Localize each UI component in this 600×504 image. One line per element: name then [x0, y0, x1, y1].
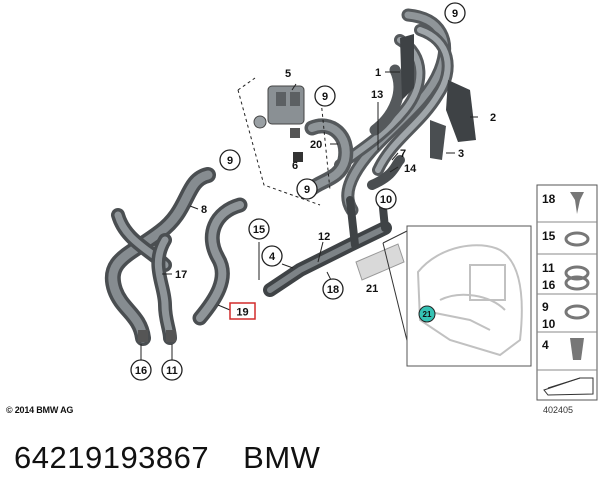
svg-text:18: 18	[327, 284, 339, 296]
label-7: 7	[400, 148, 406, 160]
label-1: 1	[375, 67, 381, 79]
label-14: 14	[404, 163, 417, 175]
callout-4: 4	[261, 245, 283, 267]
svg-text:4: 4	[269, 251, 276, 263]
copyright: © 2014 BMW AG	[6, 405, 74, 415]
label-17: 17	[175, 269, 187, 281]
label-13: 13	[371, 89, 383, 101]
detail-callout	[382, 225, 532, 367]
part-footer: 64219193867 BMW	[14, 440, 320, 476]
valve-part	[253, 85, 305, 162]
svg-text:15: 15	[253, 224, 265, 236]
svg-text:9: 9	[227, 155, 233, 167]
svg-text:9: 9	[322, 91, 328, 103]
svg-text:19: 19	[236, 307, 248, 319]
bracket-part	[400, 34, 476, 160]
svg-text:9: 9	[304, 184, 310, 196]
diagram-number: 402405	[543, 405, 574, 415]
label-5: 5	[285, 68, 291, 80]
svg-text:11: 11	[166, 365, 178, 377]
callout-9-top: 9	[444, 2, 466, 24]
svg-text:10: 10	[380, 194, 392, 206]
callout-9-lower: 9	[296, 178, 318, 200]
parts-diagram: 1 2 3 5 6 7 8 12 13 14 17 20 21 9 9 9 9	[104, 2, 598, 401]
legend-item-15: 15	[542, 229, 556, 243]
leader-dashes	[237, 77, 331, 206]
parts-legend-panel	[536, 184, 598, 401]
callout-9-left: 9	[219, 149, 241, 171]
callout-11: 11	[161, 359, 183, 381]
hose-19	[192, 197, 248, 326]
hose-end-16	[138, 330, 148, 342]
callout-18: 18	[322, 278, 344, 300]
label-20: 20	[310, 139, 322, 151]
hose-end-11	[166, 330, 176, 342]
callout-21-detail: 21	[418, 305, 436, 323]
label-8: 8	[201, 204, 207, 216]
label-6: 6	[292, 160, 298, 172]
callout-9-valve: 9	[314, 85, 336, 107]
insulation-sheet	[355, 243, 405, 281]
highlighted-part-19[interactable]: 19	[229, 302, 256, 320]
callout-16: 16	[130, 359, 152, 381]
legend-item-16: 16	[542, 278, 556, 292]
callout-10: 10	[375, 188, 397, 210]
legend-item-11: 11	[542, 261, 555, 275]
legend-item-9: 9	[542, 300, 549, 314]
legend-item-18: 18	[542, 192, 556, 206]
svg-text:21: 21	[423, 310, 432, 319]
svg-text:16: 16	[135, 365, 147, 377]
svg-text:9: 9	[452, 8, 458, 20]
hose-bundle-upper	[334, 8, 454, 217]
brand-name: BMW	[243, 440, 321, 475]
label-12: 12	[318, 231, 330, 243]
hose-17	[151, 233, 177, 345]
legend-item-4: 4	[542, 338, 549, 352]
label-3: 3	[458, 148, 464, 160]
label-2: 2	[490, 112, 496, 124]
label-21: 21	[366, 283, 378, 295]
callout-15: 15	[248, 218, 270, 240]
part-number: 64219193867	[14, 440, 210, 475]
hose-20	[302, 118, 354, 198]
legend-item-10: 10	[542, 317, 556, 331]
